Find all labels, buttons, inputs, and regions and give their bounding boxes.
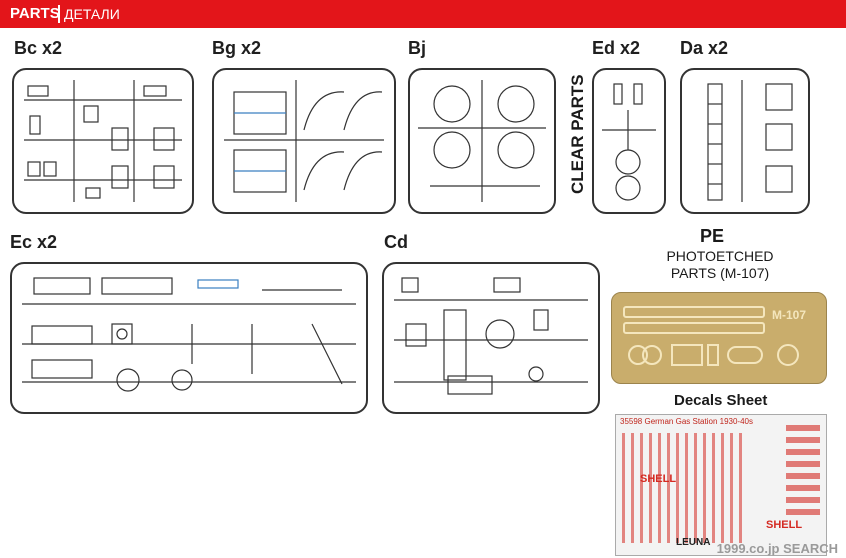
sprue-ed [592, 68, 666, 214]
pe-subtitle-line1: PHOTOETCHED [666, 248, 774, 264]
sprue-bj-parts [418, 80, 546, 202]
decal-leuna: LEUNA [676, 537, 711, 548]
pe-fret-parts: M-107 [623, 306, 806, 366]
watermark: 1999.co.jp SEARCH [716, 541, 838, 556]
sprue-label-bj: Bj [408, 38, 426, 58]
header-bar: PARTS ДЕТАЛИ [0, 0, 846, 28]
header-separator [58, 5, 60, 23]
pe-subtitle-line2: PARTS (M-107) [670, 265, 770, 281]
sprue-bg-parts [224, 80, 384, 202]
sprue-da-parts [707, 80, 793, 202]
sprue-bc-parts [24, 80, 182, 202]
pe-title: PE [700, 226, 725, 246]
decal-sheet-header: 35598 German Gas Station 1930-40s [620, 417, 753, 426]
decal-shell: SHELL [640, 473, 677, 485]
sprue-label-bc: Bc x2 [14, 38, 63, 58]
sprue-label-cd: Cd [384, 232, 408, 252]
sprue-cd-parts [394, 277, 588, 395]
sprue-label-ec: Ec x2 [10, 232, 58, 252]
clear-parts-label: CLEAR PARTS [568, 74, 587, 194]
sprue-bc [12, 68, 194, 214]
pe-mark: M-107 [772, 308, 806, 322]
sprue-da [680, 68, 810, 214]
sprue-bg [212, 68, 396, 214]
header-subtitle: ДЕТАЛИ [64, 6, 120, 22]
decal-shell-2: SHELL [766, 519, 803, 531]
decal-sheet: 35598 German Gas Station 1930-40s SHELL … [615, 414, 827, 556]
sprue-ec-parts [22, 277, 356, 392]
decal-letters [786, 425, 820, 515]
sprue-label-bg: Bg x2 [212, 38, 262, 58]
decals-title: Decals Sheet [674, 392, 768, 409]
sprue-label-da: Da x2 [680, 38, 729, 58]
sprue-label-ed: Ed x2 [592, 38, 641, 58]
pe-fret: M-107 [611, 292, 827, 384]
sprue-ec [10, 262, 368, 414]
sprue-cd [382, 262, 600, 414]
sprue-ed-parts [602, 83, 656, 201]
decal-stripes [622, 433, 742, 543]
header-title: PARTS [10, 5, 60, 22]
pe-subtitle: PHOTOETCHED PARTS (M-107) [640, 248, 800, 282]
sprue-bj [408, 68, 556, 214]
